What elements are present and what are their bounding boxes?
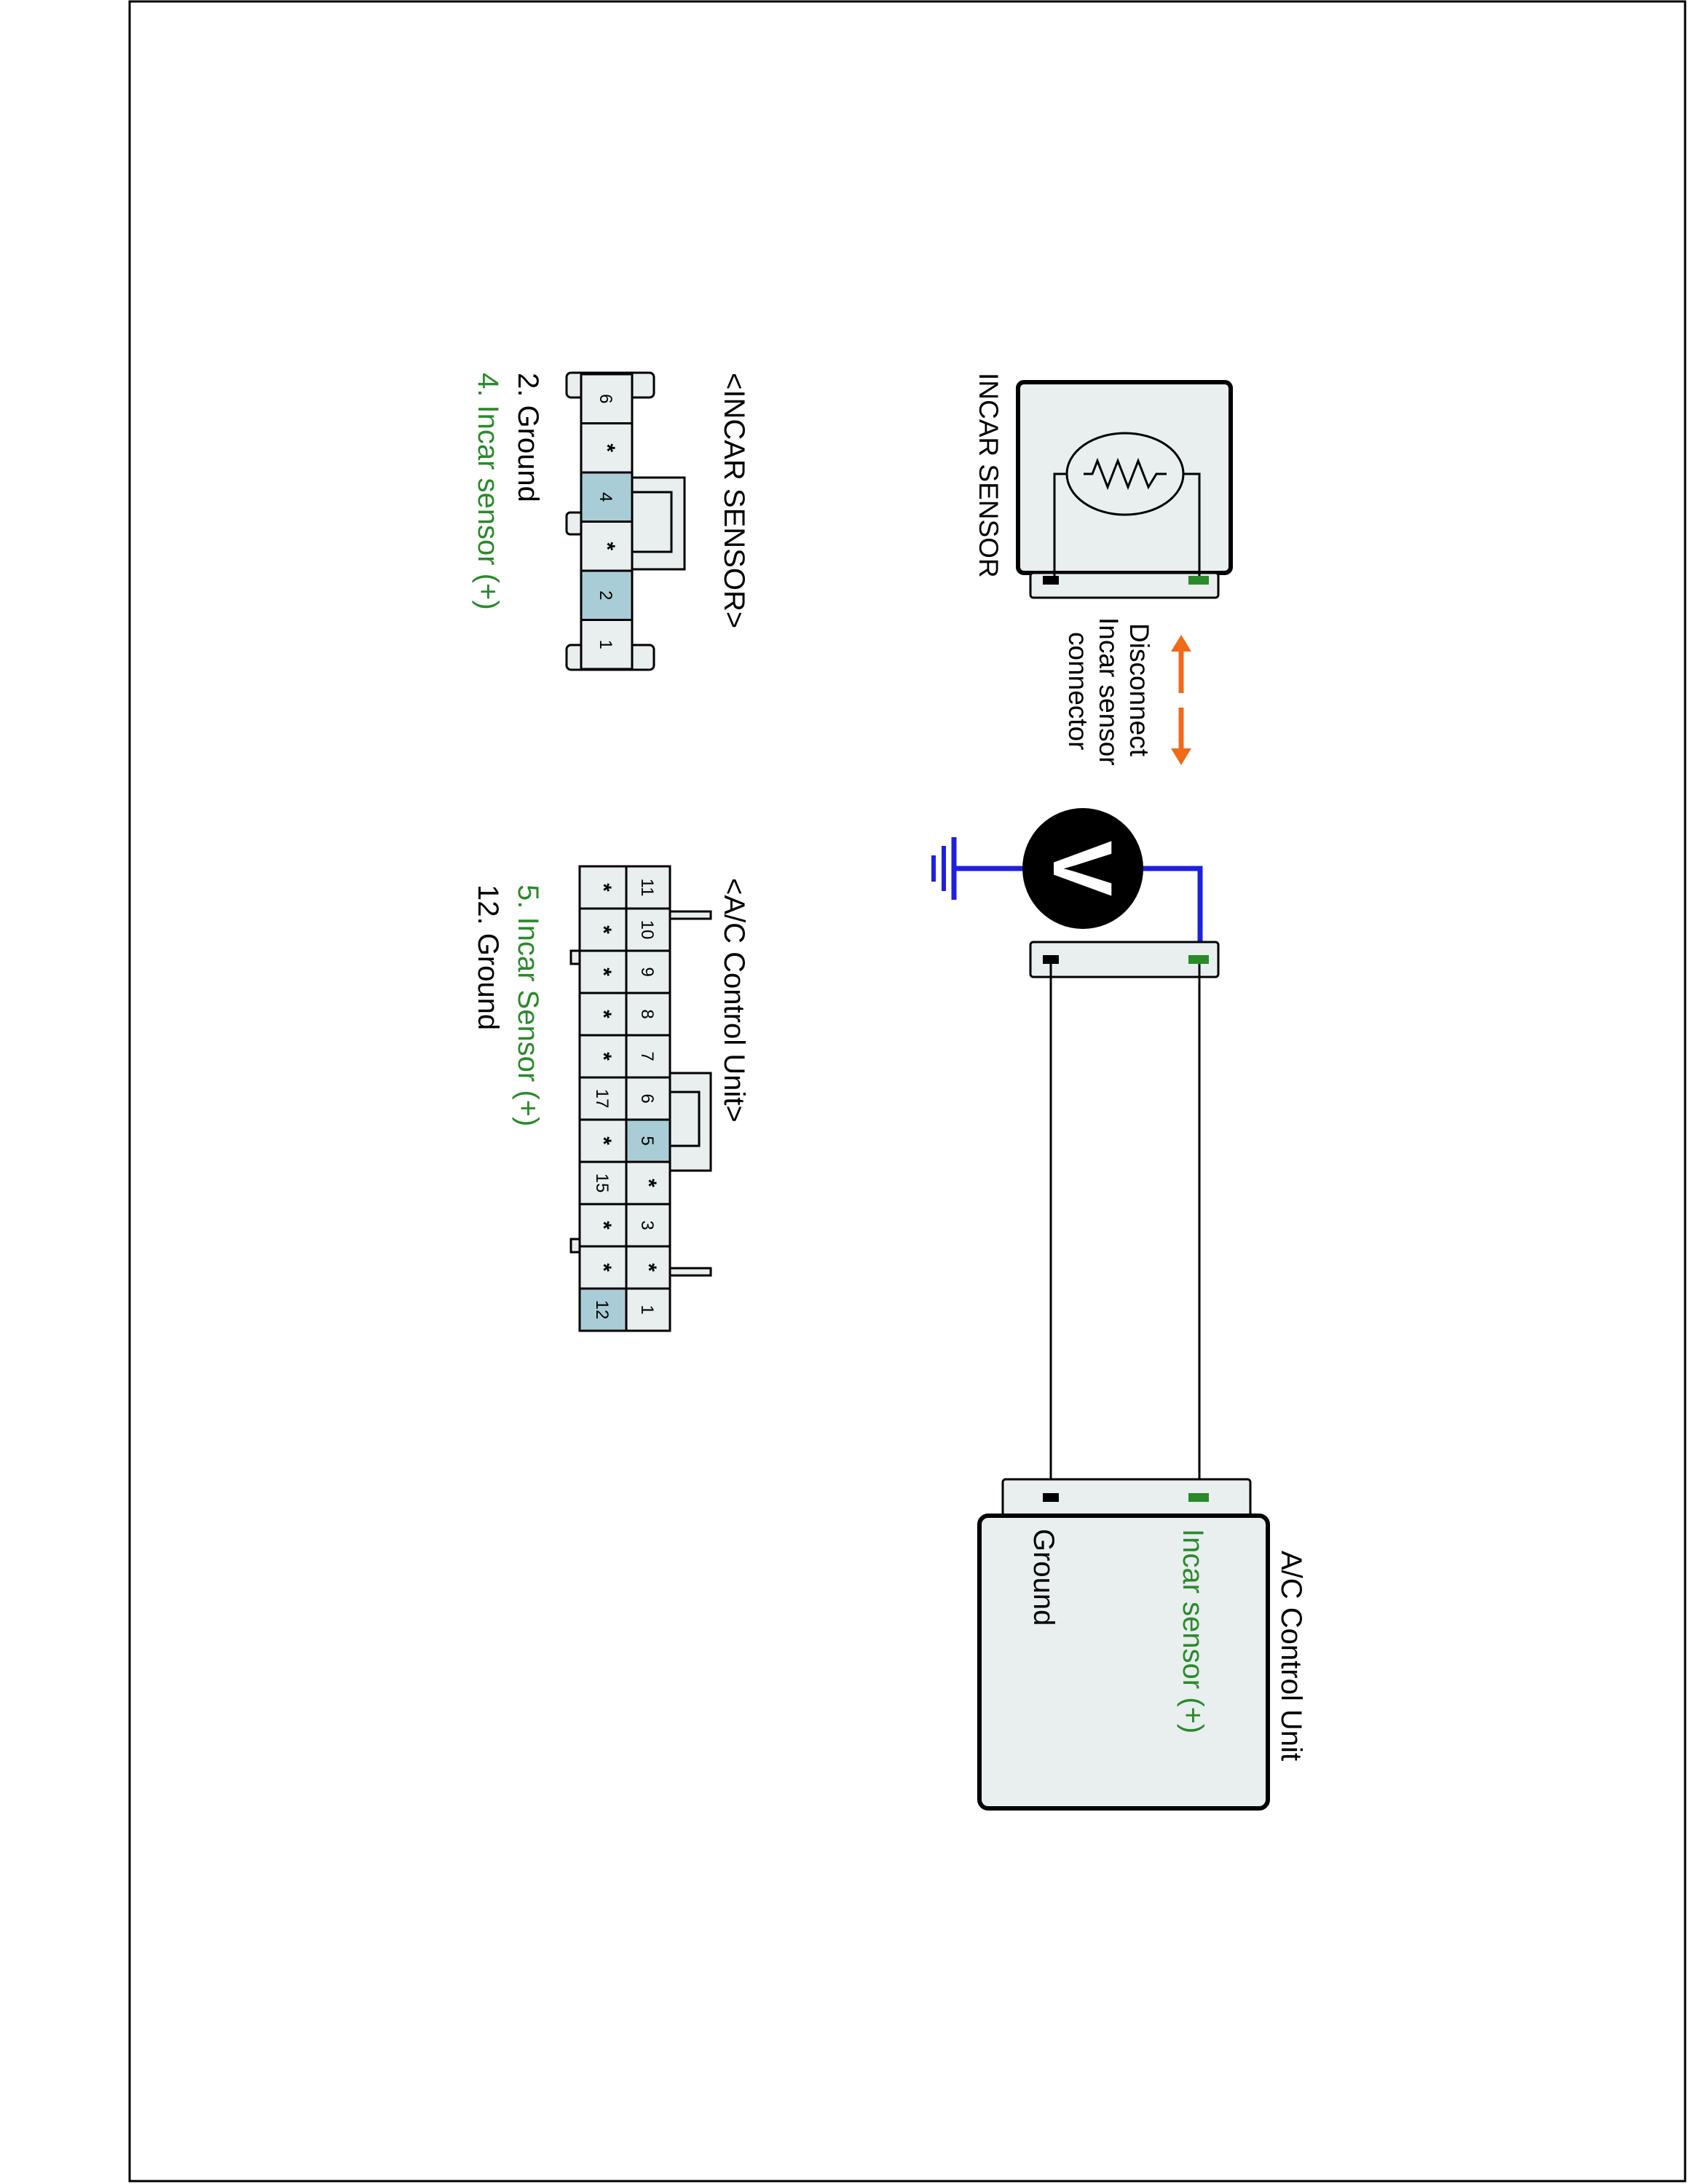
ac-unit-title: A/C Control Unit <box>1275 1551 1307 1761</box>
ac-pin-top-label: * <box>636 1179 660 1187</box>
ac-pin-top-label: 9 <box>637 967 657 976</box>
thermistor-icon <box>1053 432 1201 581</box>
harness <box>1029 941 1220 1495</box>
ac-pin-top-label: 8 <box>637 1009 657 1018</box>
ac-pin-bottom-cell <box>578 1245 628 1290</box>
ac-unit-body <box>977 1514 1270 1811</box>
ac-pin-top-label: 7 <box>637 1051 657 1061</box>
ac-pin-top-label: 6 <box>637 1093 657 1103</box>
ac-pin-bottom-label: 12 <box>592 1300 612 1320</box>
incar-legend-ground: 2. Ground <box>512 373 544 502</box>
ac-legend-ground: 12. Ground <box>472 885 504 1030</box>
ac-pin-top-label: 10 <box>637 920 657 940</box>
voltmeter-circle <box>1022 808 1143 929</box>
incar-pin-label: 4 <box>596 492 615 502</box>
harness-ground-pin <box>1043 955 1059 964</box>
incar-pin-label: 6 <box>596 394 615 403</box>
ac-pin-top-label: 5 <box>637 1136 657 1145</box>
ac-pin-bottom-label: * <box>591 968 615 976</box>
ac-pin-bottom-label: 17 <box>592 1089 612 1109</box>
ac-pin-top-label: 3 <box>637 1220 657 1230</box>
voltmeter: V <box>931 808 1203 960</box>
ac-pin-bottom-label: * <box>591 1263 615 1272</box>
ac-pin-bottom-cell <box>578 949 628 994</box>
ac-pin-bottom-cell <box>578 1203 628 1248</box>
ground-icon <box>931 837 957 900</box>
ac-connector-pins: 11 10 9 8 7 6 5 * 3 * 1 * * * * * 17 * 15 * * 12 <box>578 865 671 1332</box>
ac-unit-ground-pin <box>1043 1493 1059 1502</box>
incar-sensor-signal-pin <box>1188 576 1209 585</box>
incar-pin-cell <box>580 569 634 621</box>
incar-connector-view: <INCAR SENSOR> 6 * 4 * 2 1 2. Ground 4. Incar… <box>472 371 750 671</box>
incar-pin-cell <box>580 373 634 424</box>
incar-pin-label: 1 <box>596 640 615 649</box>
ac-pin-bottom-cell <box>578 1034 628 1079</box>
ac-pin-top-cell <box>625 1160 671 1206</box>
ac-pin-bottom-label: * <box>591 1010 615 1018</box>
disconnect-line-1: Disconnect <box>1124 623 1154 757</box>
ac-pin-bottom-cell <box>578 1287 628 1332</box>
ac-pin-bottom-label: * <box>591 1221 615 1230</box>
incar-pin-label: * <box>595 443 619 452</box>
ac-pin-bottom-label: * <box>591 883 615 892</box>
page-frame <box>128 0 1687 2183</box>
disconnect-note: Disconnect Incar sensor connector <box>1063 617 1191 766</box>
incar-sensor-unit: INCAR SENSOR <box>974 373 1233 599</box>
disconnect-line-3: connector <box>1063 632 1093 751</box>
incar-pin-cell <box>580 471 634 523</box>
ac-unit-signal-pin <box>1188 1493 1209 1502</box>
ac-pin-top-label: 1 <box>637 1305 657 1314</box>
ac-connector-title: <A/C Control Unit> <box>718 878 750 1123</box>
incar-connector-title: <INCAR SENSOR> <box>718 373 750 628</box>
incar-legend-signal: 4. Incar sensor (+) <box>472 373 504 610</box>
ac-pin-top-cell <box>625 865 671 910</box>
incar-pin-cell <box>580 422 634 474</box>
incar-pin-cell <box>580 619 634 670</box>
probe-positive-wire <box>1142 866 1203 960</box>
incar-sensor-title: INCAR SENSOR <box>974 373 1003 578</box>
incar-sensor-connector-strip <box>1029 571 1220 599</box>
ac-unit-incar-label: Incar sensor (+) <box>1177 1529 1209 1733</box>
double-arrow-icon <box>1171 635 1191 765</box>
ac-pin-bottom-label: * <box>591 1136 615 1145</box>
ac-pin-bottom-cell <box>578 992 628 1037</box>
incar-sensor-ground-pin <box>1043 576 1059 585</box>
ac-pin-bottom-label: 15 <box>592 1174 612 1193</box>
ac-legend-signal: 5. Incar Sensor (+) <box>512 885 544 1126</box>
ac-connector-view: <A/C Control Unit> 11 10 9 8 7 6 5 * 3 * 1 * * * * * 17 *… <box>472 865 750 1332</box>
incar-pin-label: 2 <box>596 590 615 600</box>
ac-pin-top-cell <box>625 1203 671 1248</box>
disconnect-line-2: Incar sensor <box>1094 617 1124 766</box>
ac-pin-top-cell <box>625 992 671 1037</box>
ac-unit-connector-strip <box>1001 1478 1252 1517</box>
ac-pin-bottom-cell <box>578 1118 628 1163</box>
harness-signal-pin <box>1188 955 1209 964</box>
voltmeter-symbol: V <box>1036 841 1129 897</box>
ac-pin-top-label: * <box>636 1263 660 1272</box>
harness-connector <box>1029 941 1220 978</box>
ac-control-unit: A/C Control Unit Incar sensor (+) Ground <box>977 1478 1307 1811</box>
ac-pin-bottom-cell <box>578 1160 628 1206</box>
incar-pin-label: * <box>595 542 619 550</box>
ac-pin-top-label: 11 <box>637 879 657 897</box>
incar-connector-pins: 6 * 4 * 2 1 <box>580 373 634 670</box>
ac-pin-bottom-label: * <box>591 925 615 934</box>
ac-pin-bottom-label: * <box>591 1052 615 1061</box>
ac-unit-ground-label: Ground <box>1028 1529 1060 1626</box>
